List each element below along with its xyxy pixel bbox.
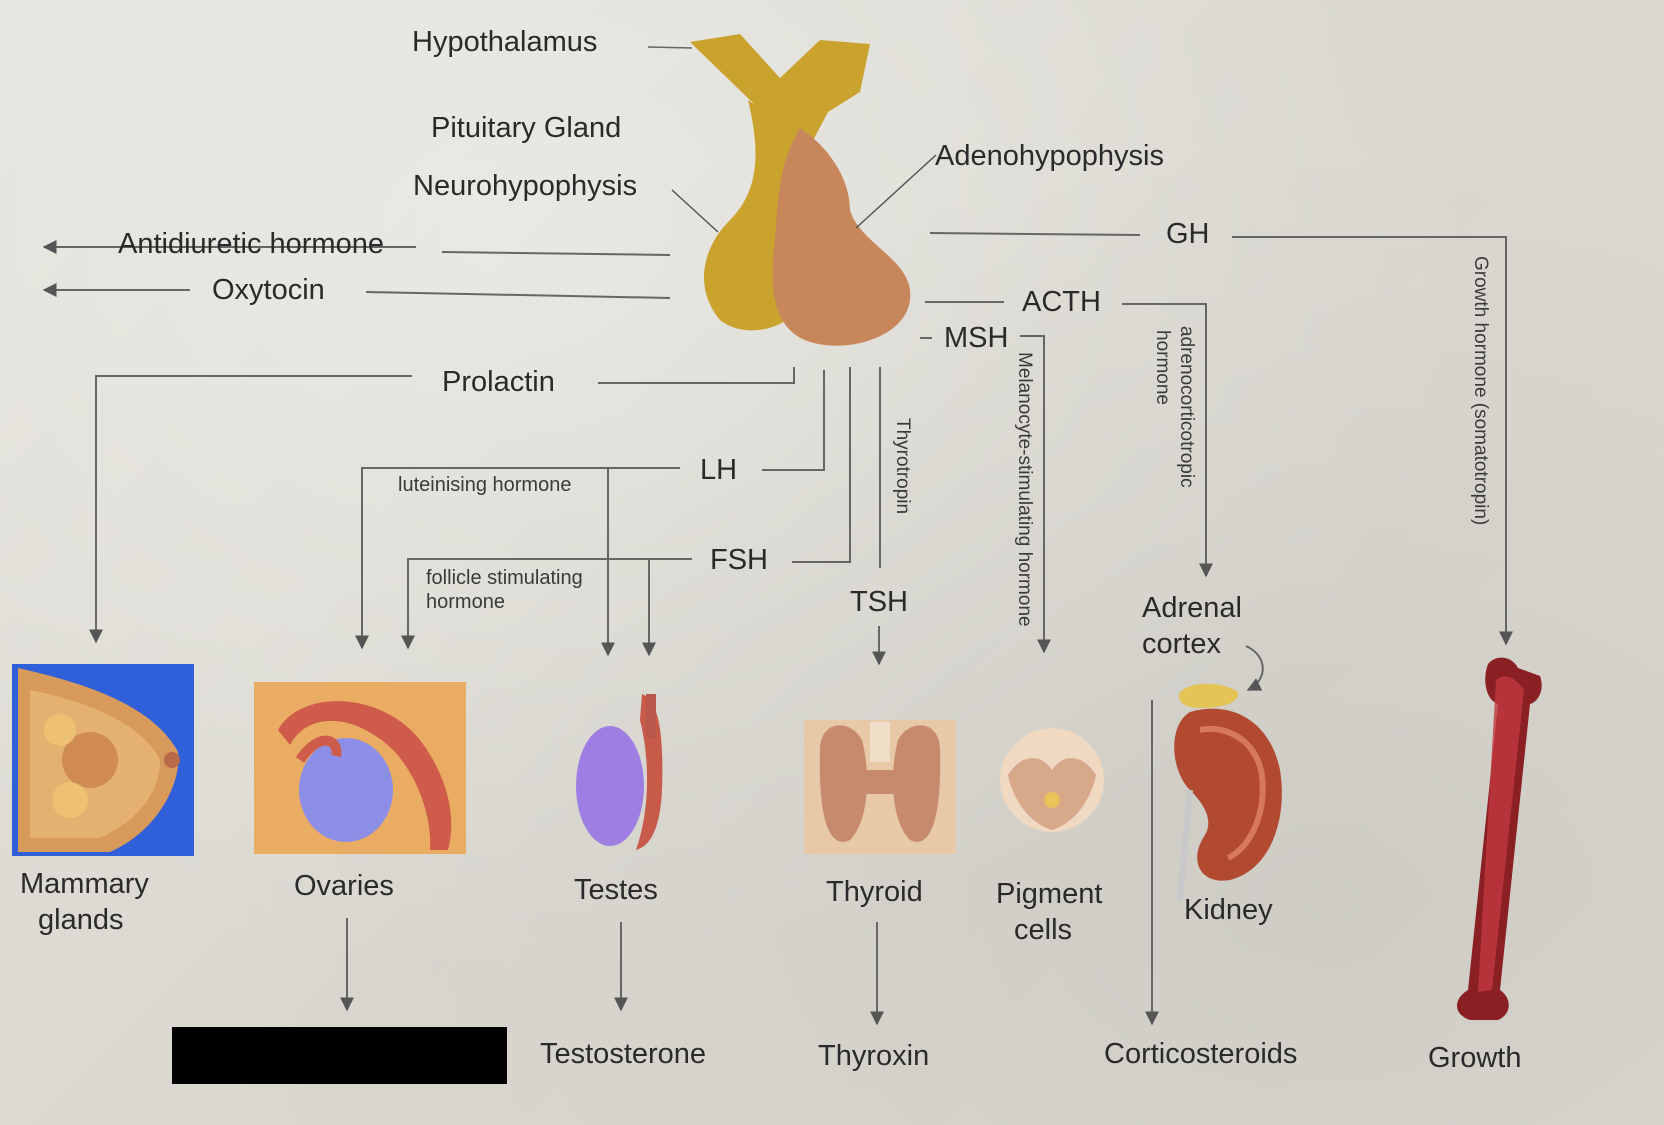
label-growth: Growth xyxy=(1428,1042,1522,1074)
label-cells: cells xyxy=(1014,914,1073,946)
oxytocin-arrow xyxy=(44,290,671,298)
label-gh: GH xyxy=(1166,218,1210,250)
hormone-pathways xyxy=(44,232,1513,1026)
fsh-path-right xyxy=(792,367,851,563)
thyroid-illustration xyxy=(804,720,956,854)
msh-arrow xyxy=(1020,335,1051,654)
label-pigment: Pigment xyxy=(996,878,1103,910)
label-adenohypophysis: Adenohypophysis xyxy=(935,140,1164,172)
femur-illustration xyxy=(1457,657,1542,1020)
label-lh: LH xyxy=(700,454,738,486)
label-glands: glands xyxy=(38,904,124,936)
label-acth: ACTH xyxy=(1022,286,1101,318)
pituitary-gland-illustration xyxy=(647,34,937,346)
label-mammary: Mammary xyxy=(20,868,149,900)
neurohypophysis-pointer xyxy=(671,189,719,233)
prolactin-path-right xyxy=(598,367,795,384)
label-antidiuretic-hormone: Antidiuretic hormone xyxy=(118,228,384,260)
label-msh: MSH xyxy=(944,322,1009,354)
hypothalamus-pointer xyxy=(647,46,693,49)
label-adrenal: Adrenal xyxy=(1142,592,1242,624)
lh-path-right xyxy=(762,370,825,471)
label-tsh: TSH xyxy=(850,586,908,618)
label-prolactin: Prolactin xyxy=(442,366,555,398)
label-adrenocorticotropic-hormone-word: hormone xyxy=(1152,330,1173,405)
pigment-cells-illustration xyxy=(1000,728,1104,832)
label-adrenocorticotropic: adrenocorticotropic xyxy=(1176,326,1197,488)
label-melanocyte-stimulating-hormone: Melanocyte-stimulating hormone xyxy=(1014,352,1035,627)
label-thyroxin: Thyroxin xyxy=(818,1040,930,1072)
adenohypophysis-pointer xyxy=(855,154,937,229)
kidney-illustration xyxy=(1174,683,1282,901)
label-thyrotropin: Thyrotropin xyxy=(892,418,913,515)
ovary-illustration xyxy=(254,682,466,854)
label-cortex: cortex xyxy=(1142,628,1221,660)
label-hypothalamus: Hypothalamus xyxy=(412,26,598,58)
gh-left-line xyxy=(929,232,1141,236)
label-testosterone: Testosterone xyxy=(540,1038,707,1070)
label-testes: Testes xyxy=(574,874,658,906)
label-growth-hormone-somatotropin: Growth hormone (somatotropin) xyxy=(1470,256,1491,526)
adrenal-cortex-curve xyxy=(1245,645,1264,691)
lh-arrow-ovaries xyxy=(355,467,680,650)
label-ovaries: Ovaries xyxy=(294,870,394,902)
acth-arrow xyxy=(1122,303,1213,578)
label-kidney: Kidney xyxy=(1184,894,1273,926)
adh-arrow xyxy=(44,247,671,255)
label-fsh: FSH xyxy=(710,544,768,576)
gh-arrow xyxy=(1232,236,1513,646)
label-luteinising-hormone: luteinising hormone xyxy=(398,474,572,496)
label-follicle-stimulating-hormone: follicle stimulating hormone xyxy=(426,567,583,613)
hypothalamus-stalk-shape xyxy=(690,34,870,150)
label-neurohypophysis: Neurohypophysis xyxy=(413,170,638,202)
label-oxytocin: Oxytocin xyxy=(212,274,325,306)
adenohypophysis-shape xyxy=(772,128,911,346)
testis-illustration xyxy=(576,694,663,850)
redacted-box xyxy=(172,1027,507,1084)
label-thyroid: Thyroid xyxy=(826,876,923,908)
fsh-arrow-ovaries xyxy=(401,558,692,650)
mammary-glands-illustration xyxy=(12,664,194,856)
label-pituitary-gland: Pituitary Gland xyxy=(431,112,622,144)
label-corticosteroids: Corticosteroids xyxy=(1104,1038,1298,1070)
prolactin-arrow xyxy=(89,375,412,644)
